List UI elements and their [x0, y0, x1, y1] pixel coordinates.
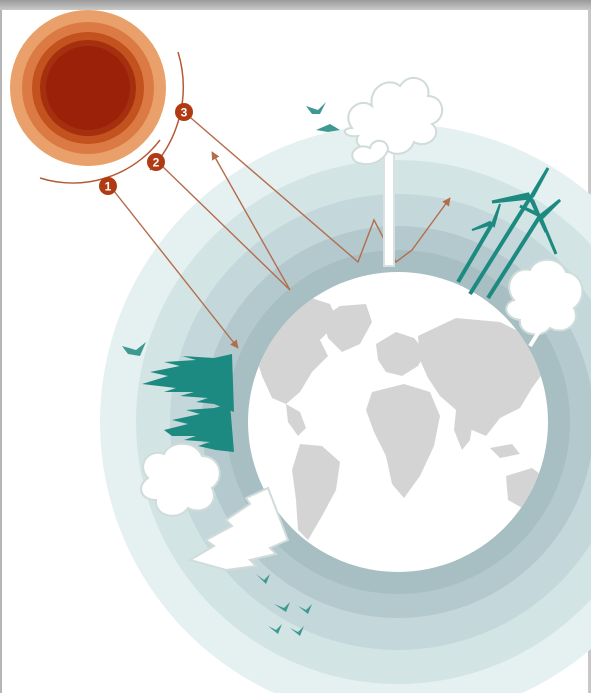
bird-top-2	[316, 124, 340, 132]
wind-turbine-icon	[456, 167, 562, 300]
continent-south-america	[292, 444, 340, 540]
marker-2: 2	[147, 153, 165, 171]
marker-3-label: 3	[181, 106, 188, 120]
conifer-tree-upper	[142, 354, 234, 412]
window-top-border	[0, 0, 591, 10]
conifer-tree-icon	[142, 354, 234, 452]
bird-icon	[122, 102, 340, 636]
bird-bottom-2	[274, 602, 290, 612]
continent-africa	[366, 384, 440, 498]
continent-europe	[376, 332, 426, 376]
deciduous-tree-right-icon	[505, 258, 584, 348]
marker-3: 3	[175, 103, 193, 121]
arrow-path-1	[109, 185, 239, 349]
continent-asia	[418, 318, 548, 436]
window-left-border	[0, 10, 2, 693]
bird-bottom-5	[290, 626, 304, 636]
marker-1: 1	[99, 177, 117, 195]
marker-1-label: 1	[105, 180, 112, 194]
bird-bottom-4	[268, 624, 282, 634]
deciduous-tree-left-icon	[140, 442, 290, 572]
deciduous-tree-icon	[343, 76, 443, 267]
conifer-tree-white	[187, 486, 290, 572]
sun-icon	[10, 10, 166, 166]
bird-bottom-1	[256, 574, 270, 584]
conifer-tree-lower	[164, 404, 234, 452]
arrow-path-2	[159, 151, 291, 291]
continent-india	[454, 410, 474, 450]
continent-central-america	[286, 404, 306, 436]
bird-left	[122, 342, 146, 356]
continent-greenland	[322, 304, 372, 352]
marker-2-label: 2	[153, 156, 160, 170]
continent-indonesia	[490, 444, 520, 458]
earth-icon	[248, 272, 548, 572]
bird-top-1	[306, 102, 326, 114]
bird-bottom-3	[298, 604, 312, 614]
